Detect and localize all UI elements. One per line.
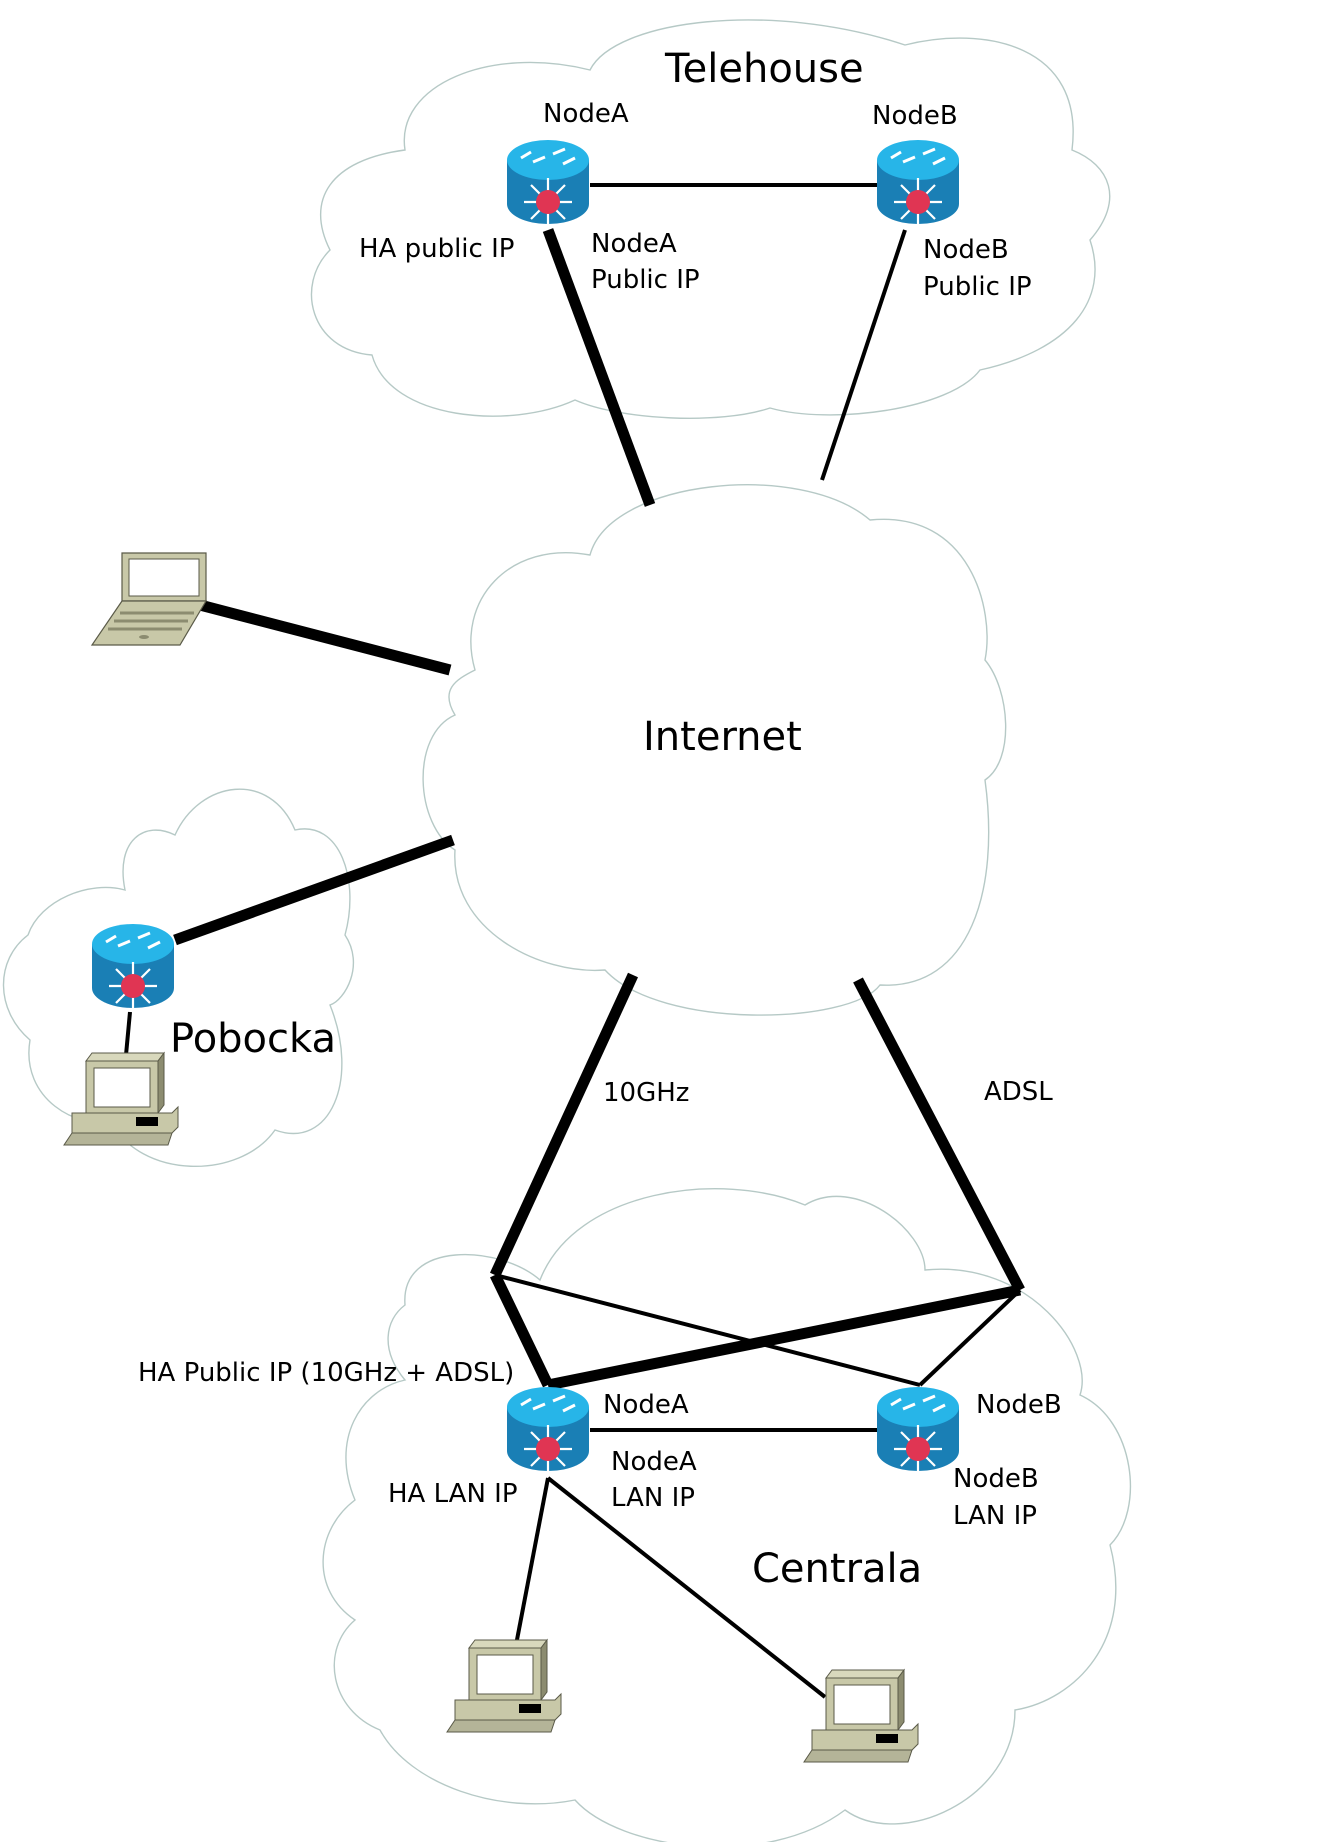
pobocka-title: Pobocka [170,1016,336,1062]
internet-title: Internet [643,714,802,760]
telehouse-nodeb-label: NodeB [872,101,958,131]
centrala-ha-public-ip-label: HA Public IP (10GHz + ADSL) [138,1358,514,1388]
pobocka-lan-link [124,1011,132,1056]
telehouse-nodea-public-ip-label-line1: NodeA [591,229,677,259]
centrala-title: Centrala [752,1546,922,1592]
pobocka-uplink [173,834,455,946]
centrala-nodeb-router-icon [875,1385,961,1475]
telehouse-nodeb-public-ip-label-line2: Public IP [923,272,1032,302]
telehouse-nodeb-public-ip-label-line1: NodeB [923,235,1009,265]
telehouse-nodea-uplink [542,228,656,507]
centrala-nodea-label: NodeA [603,1390,689,1420]
telehouse-nodea-router-icon [505,138,591,228]
centrala-nodeb-lan-ip-label-line2: LAN IP [953,1501,1037,1531]
wan2-link [853,977,1025,1293]
centrala-lan-link-1 [514,1477,550,1646]
wan1-link [490,972,638,1278]
telehouse-cloud [310,19,1111,419]
wan2-link-label: ADSL [984,1077,1053,1107]
centrala-nodea-lan-ip-label-line2: LAN IP [611,1483,695,1513]
telehouse-nodea-public-ip-label-line2: Public IP [591,265,700,295]
laptop-uplink [198,599,452,676]
telehouse-nodeb-router-icon [875,138,961,228]
laptop-icon [90,551,208,647]
wan1-to-nodea-link [490,1272,553,1388]
telehouse-nodeb-uplink [820,229,907,481]
telehouse-nodea-label: NodeA [543,99,629,129]
centrala-lan-link-2 [546,1476,827,1699]
centrala-nodeb-lan-ip-label-line1: NodeB [953,1464,1039,1494]
telehouse-title: Telehouse [664,46,864,92]
network-links [124,183,1025,1699]
centrala-nodea-router-icon [505,1385,591,1475]
centrala-nodeb-label: NodeB [976,1390,1062,1420]
pobocka-router-icon [90,922,176,1012]
wan1-link-label: 10GHz [603,1078,689,1108]
telehouse-ha-public-ip-label: HA public IP [359,234,514,264]
wan1-to-nodeb-link [494,1273,921,1387]
centrala-ha-lan-ip-label: HA LAN IP [388,1479,518,1509]
wan2-to-nodeb-link [918,1288,1022,1387]
internet-cloud [422,484,1007,1016]
wan2-to-nodea-link [546,1284,1022,1391]
centrala-nodea-lan-ip-label-line1: NodeA [611,1447,697,1477]
